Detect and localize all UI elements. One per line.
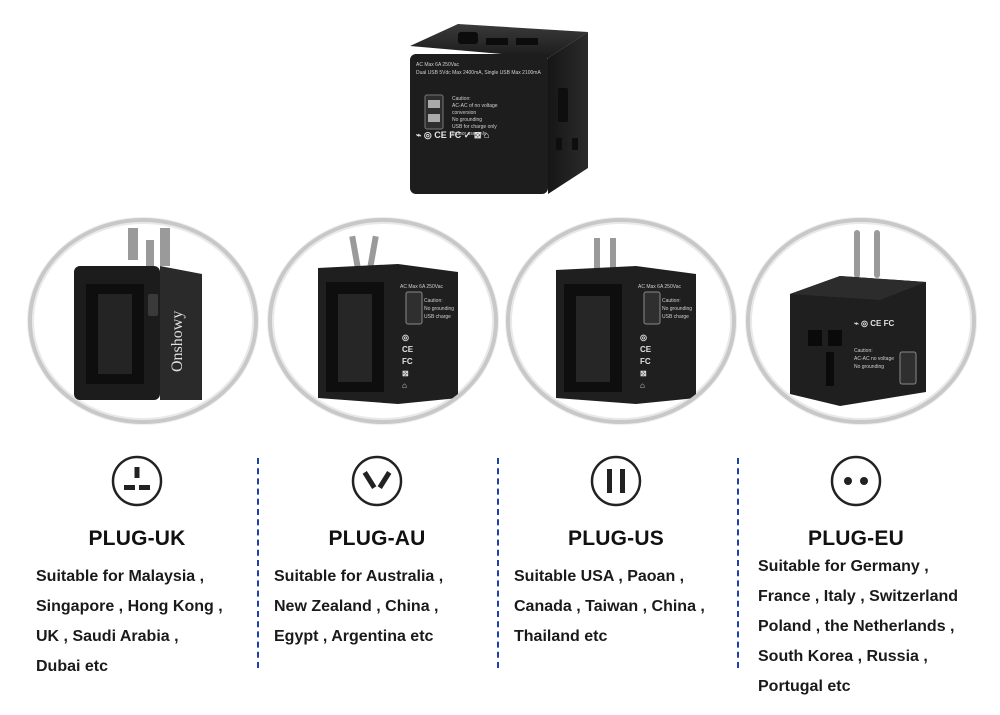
column-divider: [737, 458, 739, 668]
country-line: Thailand etc: [514, 628, 608, 645]
svg-text:⌂: ⌂: [402, 381, 407, 390]
svg-text:⌁ ◎ CE FC: ⌁ ◎ CE FC: [854, 319, 894, 328]
svg-text:No grounding: No grounding: [452, 117, 482, 123]
svg-text:No grounding: No grounding: [854, 364, 884, 370]
svg-text:⌂: ⌂: [640, 381, 645, 390]
svg-text:AC Max 6A 250Vac: AC Max 6A 250Vac: [638, 284, 681, 290]
svg-text:⊠: ⊠: [640, 369, 647, 378]
country-line: New Zealand , China ,: [274, 598, 439, 615]
country-line: Poland , the Netherlands ,: [758, 618, 955, 635]
svg-text:No grounding: No grounding: [424, 306, 454, 312]
svg-text:Caution:: Caution:: [662, 298, 681, 304]
svg-text:Caution:: Caution:: [452, 96, 471, 102]
plug-uk-countries: Suitable for Malaysia , Singapore , Hong…: [36, 562, 223, 682]
svg-text:AC Max 6A 250Vac: AC Max 6A 250Vac: [416, 62, 459, 68]
adapter-uk-circle: Onshowy: [28, 218, 258, 424]
plug-au-countries: Suitable for Australia , New Zealand , C…: [274, 562, 443, 652]
country-line: South Korea , Russia ,: [758, 648, 928, 665]
country-line: Portugal etc: [758, 678, 851, 695]
plug-uk-title: PLUG-UK: [88, 527, 186, 550]
plug-us-title: PLUG-US: [568, 527, 664, 550]
svg-text:USB charge: USB charge: [424, 314, 451, 320]
adapter-au-circle: AC Max 6A 250Vac Caution: No grounding U…: [268, 218, 498, 424]
svg-text:CE: CE: [640, 345, 652, 354]
country-line: Canada , Taiwan , China ,: [514, 598, 705, 615]
svg-text:USB charge: USB charge: [662, 314, 689, 320]
plug-eu-countries: Suitable for Germany , France , Italy , …: [758, 552, 958, 702]
svg-text:USB for charge only: USB for charge only: [452, 124, 497, 130]
column-divider: [257, 458, 259, 668]
svg-text:◎: ◎: [640, 333, 647, 342]
country-line: France , Italy , Switzerland: [758, 588, 959, 605]
svg-text:FC: FC: [640, 357, 651, 366]
plug-eu-title: PLUG-EU: [808, 527, 904, 550]
svg-text:FC: FC: [402, 357, 413, 366]
country-line: Singapore , Hong Kong ,: [36, 598, 223, 615]
svg-text:Caution:: Caution:: [424, 298, 443, 304]
country-line: Egypt , Argentina etc: [274, 628, 434, 645]
svg-text:Dual USB 5Vdc Max 2400mA, Sing: Dual USB 5Vdc Max 2400mA, Single USB Max…: [416, 70, 541, 76]
svg-text:AC-AC no voltage: AC-AC no voltage: [854, 356, 894, 362]
us-socket-icon: [590, 455, 642, 507]
plug-us-countries: Suitable USA , Paoan , Canada , Taiwan ,…: [514, 562, 705, 652]
svg-text:conversion: conversion: [452, 110, 476, 116]
column-divider: [497, 458, 499, 668]
country-line: Suitable USA , Paoan ,: [514, 568, 685, 585]
country-line: UK , Saudi Arabia ,: [36, 628, 179, 645]
adapter-us-circle: AC Max 6A 250Vac Caution: No grounding U…: [506, 218, 736, 424]
adapter-main-image: AC Max 6A 250Vac Dual USB 5Vdc Max 2400m…: [398, 18, 598, 208]
svg-text:Caution:: Caution:: [854, 348, 873, 354]
svg-text:⌁ ◎ CE FC ✓ ⊠ ⌂: ⌁ ◎ CE FC ✓ ⊠ ⌂: [416, 130, 489, 140]
country-line: Suitable for Germany ,: [758, 558, 929, 575]
svg-text:No grounding: No grounding: [662, 306, 692, 312]
svg-text:⊠: ⊠: [402, 369, 409, 378]
adapter-eu-circle: ⌁ ◎ CE FC Caution: AC-AC no voltage No g…: [746, 218, 976, 424]
svg-text:AC-AC of no voltage: AC-AC of no voltage: [452, 103, 498, 109]
svg-text:Indoor use only: Indoor use only: [452, 131, 487, 137]
au-socket-icon: [351, 455, 403, 507]
country-line: Suitable for Malaysia ,: [36, 568, 205, 585]
country-line: Dubai etc: [36, 658, 109, 675]
plug-au-title: PLUG-AU: [328, 527, 426, 550]
eu-socket-icon: [830, 455, 882, 507]
uk-socket-icon: [111, 455, 163, 507]
brand-label: Onshowy: [169, 311, 186, 372]
svg-text:◎: ◎: [402, 333, 409, 342]
svg-text:AC Max 6A 250Vac: AC Max 6A 250Vac: [400, 284, 443, 290]
svg-text:CE: CE: [402, 345, 414, 354]
country-line: Suitable for Australia ,: [274, 568, 444, 585]
